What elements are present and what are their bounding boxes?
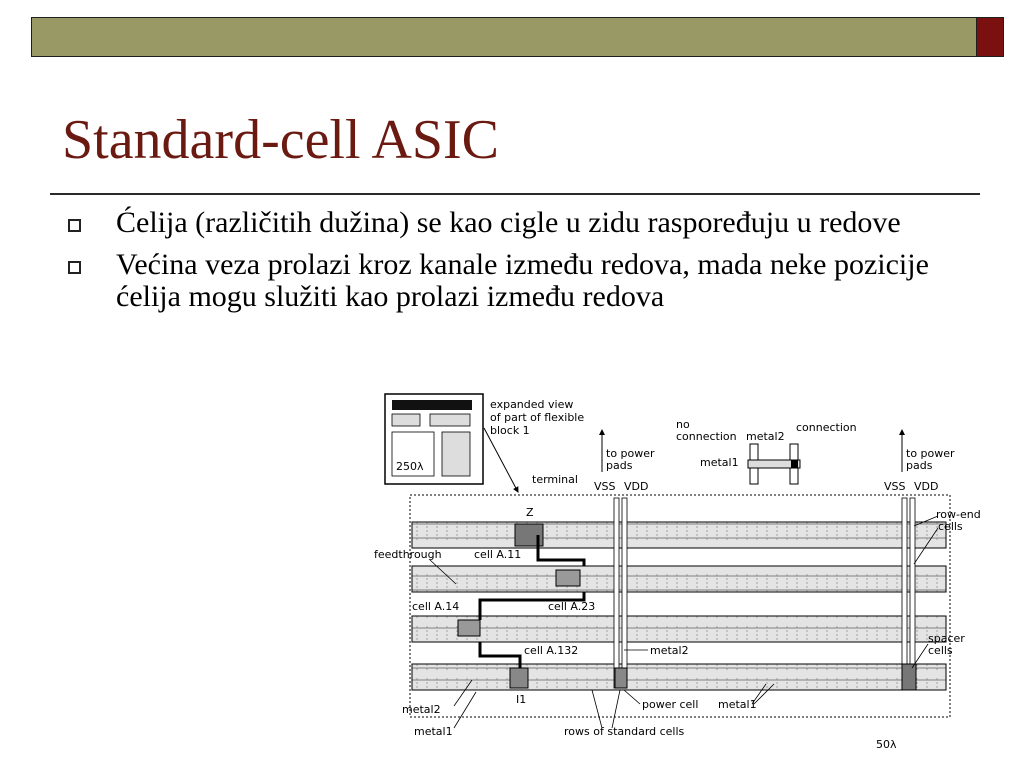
metal1-top-label: metal1 [700, 456, 739, 469]
cell-a11-label: cell A.11 [474, 548, 521, 561]
vss-left-label: VSS [594, 480, 616, 493]
square-bullet-icon [68, 261, 81, 274]
metal2-bottom-label: metal2 [402, 703, 441, 716]
vdd-left-label: VDD [624, 480, 648, 493]
terminal-z-label: Z [526, 506, 534, 519]
i1-label: I1 [516, 693, 526, 706]
cell-a14-block [457, 619, 481, 637]
bullet-item: Ćelija (različitih dužina) se kao cigle … [62, 207, 962, 239]
metal2-top-label: metal2 [746, 430, 785, 443]
cell-a14-label: cell A.14 [412, 600, 459, 613]
main-scale-label: 50λ [876, 738, 897, 751]
row-end-cells-label-line2: cells [938, 520, 963, 533]
inset-scale-label: 250λ [396, 460, 424, 473]
metal1-bottom-left-label: metal1 [414, 725, 453, 738]
slide-title: Standard-cell ASIC [62, 109, 500, 171]
to-power-pads-right-line2: pads [906, 459, 933, 472]
cell-row-4 [411, 663, 947, 691]
rows-of-standard-cells-label: rows of standard cells [564, 725, 685, 738]
expanded-view-label-line2: of part of flexible [490, 411, 584, 424]
metal-route-1 [536, 535, 586, 566]
metal2-mid-label: metal2 [650, 644, 689, 657]
cell-a132-label: cell A.132 [524, 644, 578, 657]
vss-right-label: VSS [884, 480, 906, 493]
expanded-view-inset [384, 393, 484, 485]
title-bar-accent-square [976, 17, 1004, 57]
bullet-text: Većina veza prolazi kroz kanale između r… [116, 248, 929, 313]
row-end-cells-label-line1: row-end [936, 508, 981, 521]
i1-cell [509, 667, 529, 689]
spacer-cells-label-line1: spacer [928, 632, 965, 645]
cell-a11-block [555, 569, 581, 587]
vdd-right-label: VDD [914, 480, 938, 493]
title-divider [50, 193, 980, 195]
expanded-view-label-line1: expanded view [490, 398, 573, 411]
to-power-pads-left-line1: to power [606, 447, 655, 460]
bullet-list: Ćelija (različitih dužina) se kao cigle … [62, 207, 962, 323]
leader-lines [429, 515, 939, 729]
no-connection-label-line2: connection [676, 430, 737, 443]
power-cell-block [614, 667, 628, 689]
title-bar-decoration [31, 17, 978, 57]
feedthrough-label: feedthrough [374, 548, 442, 561]
square-bullet-icon [68, 219, 81, 232]
cell-row-3 [411, 615, 947, 643]
to-power-pads-left-line2: pads [606, 459, 633, 472]
metal-route-3 [478, 642, 522, 668]
spacer-cell-block [901, 663, 917, 691]
connection-label: connection [796, 421, 857, 434]
flexible-block-outline [409, 494, 951, 718]
terminal-label: terminal [532, 473, 578, 486]
standard-cell-layout-diagram: 250λ expanded view of part of flexible b… [374, 393, 981, 751]
metal1-bottom-right-label: metal1 [718, 698, 757, 711]
inset-pointer-arrow [483, 427, 519, 493]
bullet-item: Većina veza prolazi kroz kanale između r… [62, 249, 962, 313]
power-cell-label: power cell [642, 698, 698, 711]
cell-a23-label: cell A.23 [548, 600, 595, 613]
cell-row-1 [411, 521, 947, 549]
contact-detail [747, 443, 801, 485]
spacer-cells-label-line2: cells [928, 644, 953, 657]
expanded-view-label-line3: block 1 [490, 424, 530, 437]
cell-row-2 [411, 565, 947, 593]
no-connection-label-line1: no [676, 418, 690, 431]
to-power-pads-right-line1: to power [906, 447, 955, 460]
bullet-text: Ćelija (različitih dužina) se kao cigle … [116, 206, 901, 239]
terminal-cell [514, 523, 544, 547]
metal-route-2 [478, 592, 586, 620]
